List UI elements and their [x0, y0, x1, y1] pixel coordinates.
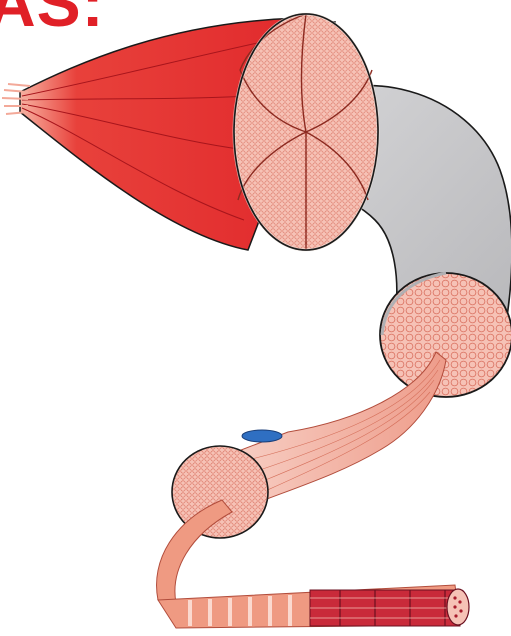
myofilaments [310, 589, 469, 626]
nucleus [242, 430, 282, 442]
muscle-cross-section [234, 14, 378, 250]
heading-text: AS: [0, 0, 105, 36]
fascicle-cross-section [380, 273, 511, 397]
